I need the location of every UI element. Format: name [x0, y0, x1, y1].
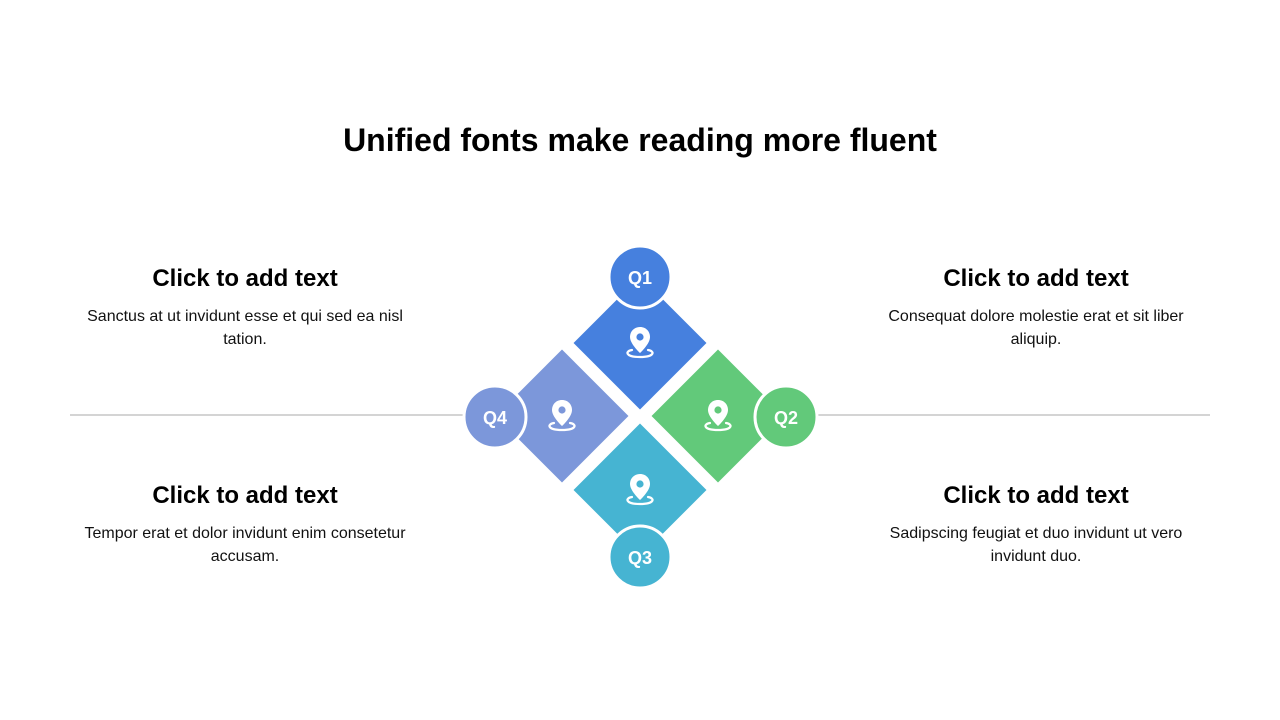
q3-badge-label: Q3 [628, 548, 652, 568]
text-block-top-right[interactable]: Click to add text Consequat dolore moles… [866, 265, 1206, 351]
block-heading: Click to add text [152, 482, 338, 509]
block-body: Sanctus at ut invidunt esse et qui sed e… [87, 308, 403, 348]
text-block-bottom-right[interactable]: Click to add text Sadipscing feugiat et … [866, 482, 1206, 568]
q2-badge[interactable] [753, 384, 819, 450]
block-body: Tempor erat et dolor invidunt enim conse… [84, 525, 406, 565]
block-heading: Click to add text [152, 265, 338, 292]
right-divider-line [817, 414, 1210, 416]
text-block-bottom-left[interactable]: Click to add text Tempor erat et dolor i… [75, 482, 415, 568]
q1-badge[interactable] [607, 244, 673, 310]
q4-badge[interactable] [462, 384, 528, 450]
q2-badge-label: Q2 [774, 408, 798, 428]
block-body: Sadipscing feugiat et duo invidunt ut ve… [889, 525, 1183, 565]
q4-badge-label: Q4 [483, 408, 507, 428]
q1-badge-label: Q1 [628, 268, 652, 288]
block-body: Consequat dolore molestie erat et sit li… [888, 308, 1184, 348]
block-heading: Click to add text [943, 265, 1129, 292]
q3-badge[interactable] [607, 524, 673, 590]
slide-title: Unified fonts make reading more fluent [343, 122, 937, 158]
block-heading: Click to add text [943, 482, 1129, 509]
text-block-top-left[interactable]: Click to add text Sanctus at ut invidunt… [75, 265, 415, 351]
left-divider-line [70, 414, 465, 416]
